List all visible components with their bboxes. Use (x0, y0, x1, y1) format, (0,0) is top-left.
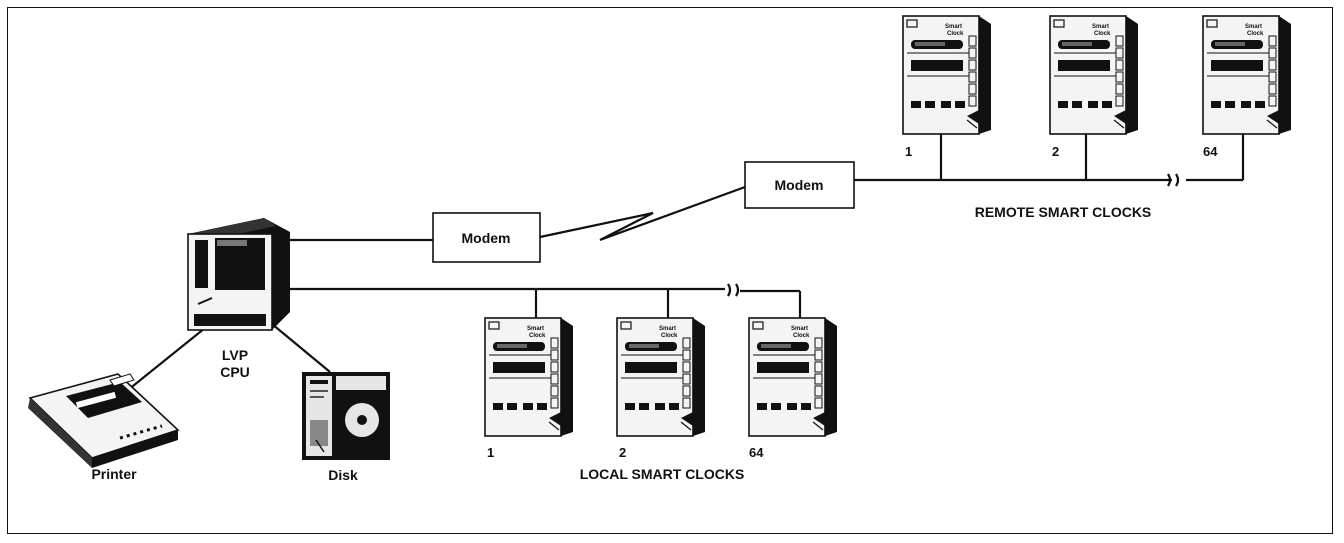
remote-clock-2-number: 2 (1052, 144, 1059, 159)
remote-clock-1: 1 (902, 15, 992, 159)
cpu-label-line2: CPU (220, 364, 250, 380)
cpu-label-line1: LVP (222, 347, 248, 363)
local-break-mark-a (727, 283, 732, 297)
cpu-to-printer-line (117, 323, 211, 399)
diagram-frame (7, 7, 1333, 534)
connections (117, 128, 1245, 399)
local-clock-2-number: 2 (619, 445, 626, 460)
cpu-unit (187, 218, 290, 331)
printer-label: Printer (91, 466, 137, 482)
disk-label: Disk (328, 467, 358, 483)
remote-clock-64: 64 (1202, 15, 1292, 159)
local-clock-64-number: 64 (749, 445, 764, 460)
remote-break-mark-b (1175, 173, 1180, 187)
cpu-to-disk-line (271, 323, 331, 373)
local-clock-1-number: 1 (487, 445, 494, 460)
local-clocks-group-label: LOCAL SMART CLOCKS (580, 466, 745, 482)
local-break-mark-b (735, 283, 740, 297)
phone-line (539, 185, 746, 242)
remote-modem-label: Modem (775, 177, 824, 193)
remote-clock-2: 2 (1049, 15, 1139, 159)
local-clock-64: 64 (748, 317, 838, 460)
remote-clock-64-number: 64 (1203, 144, 1218, 159)
remote-modem: Modem (744, 161, 855, 209)
remote-clocks-group-label: REMOTE SMART CLOCKS (975, 204, 1152, 220)
remote-break-mark-a (1167, 173, 1172, 187)
disk-icon (302, 372, 390, 460)
local-clock-2: 2 (616, 317, 706, 460)
local-modem: Modem (432, 212, 541, 263)
local-clock-1: 1 (484, 317, 574, 460)
local-modem-label: Modem (462, 230, 511, 246)
remote-clock-1-number: 1 (905, 144, 912, 159)
printer-icon (28, 373, 180, 468)
